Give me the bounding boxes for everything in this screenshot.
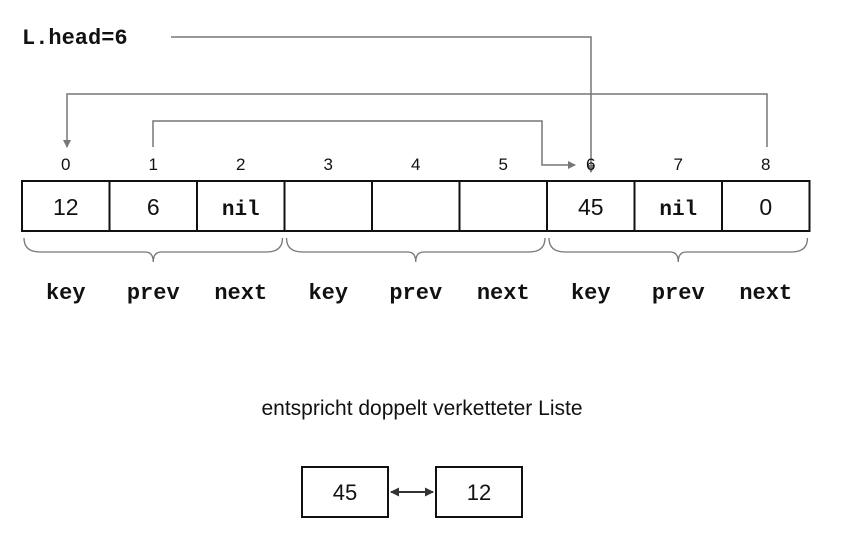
next-pointer-arrow (63, 93, 768, 148)
field-label: prev (389, 281, 442, 306)
list-node-value: 45 (333, 480, 357, 505)
array-index: 0 (61, 155, 70, 174)
field-group-brace (285, 237, 546, 263)
array-index-row: 0 1 2 3 4 5 6 7 8 (61, 155, 770, 174)
array-cell-value: nil (659, 199, 697, 222)
field-group-braces (23, 237, 809, 263)
field-group-brace (23, 237, 284, 263)
array-index: 6 (586, 155, 595, 174)
array-cell (721, 180, 811, 232)
array-cell-row: 12 6 nil 45 nil 0 (21, 180, 811, 232)
array-index: 5 (499, 155, 508, 174)
array-index: 2 (236, 155, 245, 174)
list-node-value: 12 (467, 480, 491, 505)
array-cell-value: 12 (53, 194, 79, 220)
field-label: prev (127, 281, 180, 306)
array-index: 4 (411, 155, 420, 174)
array-index: 7 (674, 155, 683, 174)
field-label: key (308, 281, 348, 306)
field-label: key (46, 281, 86, 306)
field-label: next (214, 281, 267, 306)
array-cell (283, 180, 373, 232)
caption-text: entspricht doppelt verketteter Liste (261, 397, 582, 420)
field-label-row: key prev next key prev next key prev next (46, 281, 792, 306)
list-node-box (435, 466, 523, 518)
array-index: 8 (761, 155, 770, 174)
field-label: next (739, 281, 792, 306)
head-pointer-label: L.head=6 (22, 26, 128, 51)
array-index: 3 (324, 155, 333, 174)
array-cell (371, 180, 461, 232)
array-cell (108, 180, 198, 232)
list-node-box (301, 466, 389, 518)
array-cell-value: 0 (759, 194, 772, 220)
array-cell (196, 180, 286, 232)
field-label: prev (652, 281, 705, 306)
array-cell (458, 180, 548, 232)
prev-pointer-arrow (152, 120, 576, 169)
array-cell-value: nil (222, 199, 260, 222)
array-index: 1 (149, 155, 158, 174)
head-pointer-arrow (171, 36, 595, 173)
array-cell-value: 6 (147, 194, 160, 220)
array-cell-value: 45 (578, 194, 604, 220)
field-label: next (477, 281, 530, 306)
field-group-brace (548, 237, 809, 263)
field-label: key (571, 281, 611, 306)
